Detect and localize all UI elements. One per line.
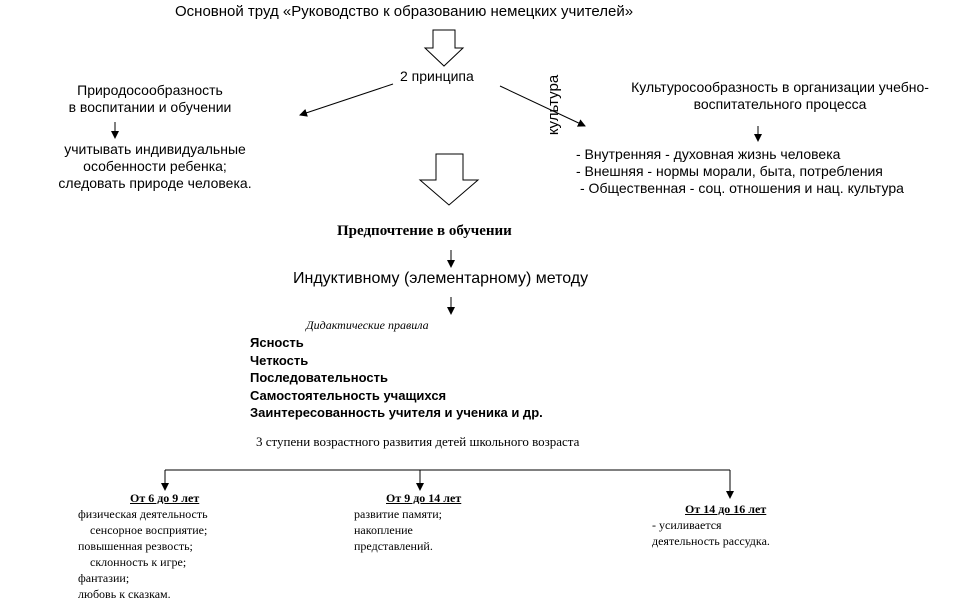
left-body-line-2: особенности ребенка;: [83, 157, 227, 174]
rule-clarity: Ясность: [250, 335, 304, 350]
preference-heading: Предпочтение в обучении: [337, 223, 512, 239]
arrow-to-left-principle: [299, 83, 394, 117]
stage-1-line-6: любовь к сказкам.: [78, 587, 171, 601]
method-label: Индуктивному (элементарному) методу: [293, 270, 589, 287]
stage-2-line-2: накопление: [354, 523, 413, 537]
right-heading-line-1: Культуросообразность в организации учебн…: [631, 79, 929, 95]
rule-precision: Четкость: [250, 352, 309, 368]
stage-3-line-1: - усиливается: [652, 518, 722, 532]
stage-1-line-4: склонность к игре;: [90, 555, 187, 569]
diagram-title: Основной труд «Руководство к образованию…: [175, 3, 634, 20]
right-principle-heading: Культуросообразность в организации учебн…: [590, 79, 970, 113]
left-body-line-1: учитывать индивидуальные: [64, 141, 246, 157]
stages-title: 3 ступени возрастного развития детей шко…: [256, 434, 580, 449]
right-principle-items: - Внутренняя - духовная жизнь человека -…: [576, 146, 904, 196]
stage-3-title: От 14 до 16 лет: [685, 502, 767, 516]
stage-2-line-3: представлений.: [354, 539, 433, 553]
principles-label: 2 принципа: [400, 68, 474, 84]
vertical-label-culture: культура: [545, 74, 563, 136]
stage-1-title: От 6 до 9 лет: [130, 491, 200, 505]
stage-1: От 6 до 9 лет физическая деятельность се…: [78, 490, 208, 602]
didactic-label: Дидактические правила: [306, 318, 429, 332]
left-principle-heading: Природосообразность в воспитании и обуче…: [40, 82, 260, 116]
stage-1-line-5: фантазии;: [78, 571, 130, 585]
hollow-arrow-top: [423, 29, 465, 67]
left-heading-line-2: в воспитании и обучении: [68, 98, 232, 115]
right-item-1: - Внутренняя - духовная жизнь человека: [576, 146, 841, 162]
stage-1-line-2: сенсорное восприятие;: [90, 523, 208, 537]
stage-3: От 14 до 16 лет - усиливается деятельнос…: [652, 501, 770, 549]
stage-1-line-1: физическая деятельность: [78, 507, 208, 521]
right-heading-line-2: воспитательного процесса: [693, 95, 867, 112]
rule-independence: Самостоятельность учащихся: [250, 387, 447, 403]
arrow-to-right-principle: [499, 85, 586, 127]
didactic-rules: Ясность Четкость Последовательность Само…: [250, 334, 543, 422]
hollow-arrow-middle: [418, 153, 480, 206]
right-item-2: - Внешняя - нормы морали, быта, потребле…: [576, 162, 883, 179]
stage-2-line-1: развитие памяти;: [354, 507, 443, 521]
right-item-3: - Общественная - соц. отношения и нац. к…: [580, 179, 904, 196]
left-body-line-3: следовать природе человека.: [58, 174, 252, 191]
stage-1-line-3: повышенная резвость;: [78, 539, 193, 553]
rule-sequence: Последовательность: [250, 370, 388, 385]
stage-3-line-2: деятельность рассудка.: [652, 534, 770, 548]
left-principle-body: учитывать индивидуальные особенности реб…: [10, 141, 300, 191]
stage-2-title: От 9 до 14 лет: [386, 491, 462, 505]
stage-2: От 9 до 14 лет развитие памяти; накоплен…: [354, 490, 461, 554]
left-heading-line-1: Природосообразность: [77, 82, 223, 98]
rule-interest: Заинтересованность учителя и ученика и д…: [250, 405, 543, 420]
